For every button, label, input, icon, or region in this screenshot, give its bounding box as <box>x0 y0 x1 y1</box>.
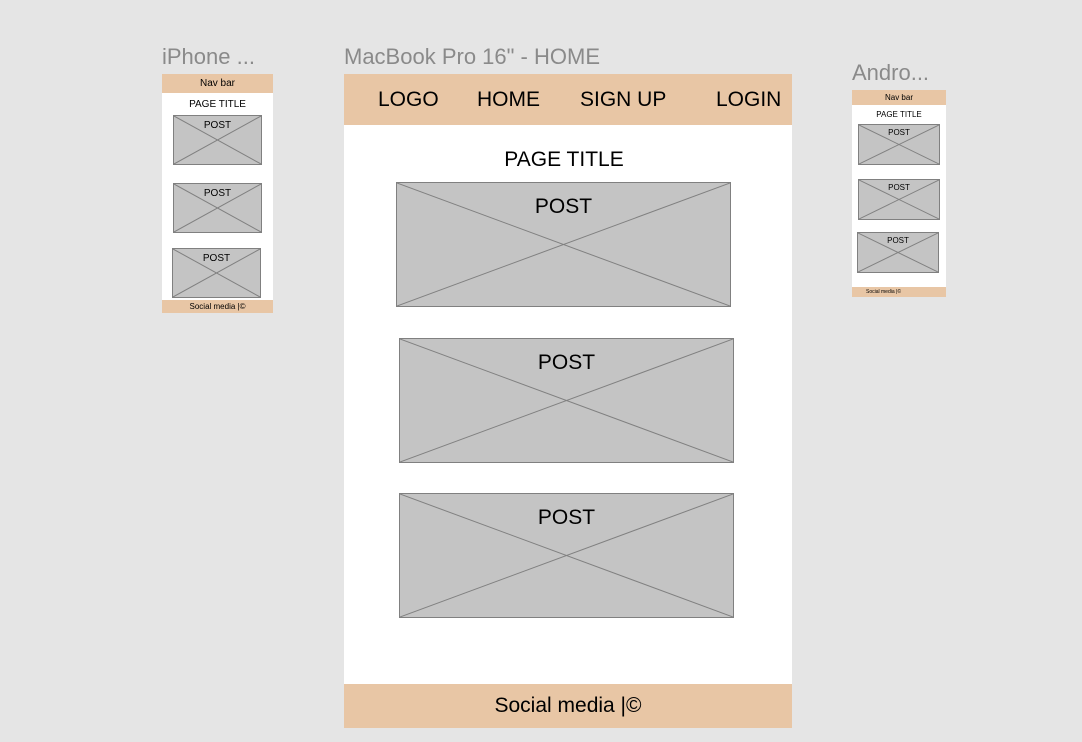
post-placeholder[interactable]: POST <box>857 232 939 273</box>
post-label: POST <box>537 506 596 529</box>
image-placeholder-icon <box>174 184 261 232</box>
footer-bar: Social media |© <box>852 287 946 297</box>
image-placeholder-icon <box>173 249 260 297</box>
post-label: POST <box>888 183 910 192</box>
post-placeholder[interactable]: POST <box>399 493 734 618</box>
post-placeholder[interactable]: POST <box>396 182 731 307</box>
nav-bar-label: Nav bar <box>884 93 913 102</box>
nav-bar[interactable]: Nav bar <box>162 74 273 93</box>
iphone-frame-label[interactable]: iPhone ... <box>162 44 255 69</box>
macbook-frame-label[interactable]: MacBook Pro 16" - HOME <box>344 44 600 69</box>
post-label: POST <box>203 120 232 131</box>
image-placeholder-icon <box>174 116 261 164</box>
image-placeholder-icon <box>859 125 939 164</box>
nav-signup-link[interactable]: SIGN UP <box>580 87 667 111</box>
image-placeholder-icon <box>859 180 939 219</box>
page-title: PAGE TITLE <box>189 99 246 110</box>
post-placeholder[interactable]: POST <box>858 179 940 220</box>
footer-label: Social media |© <box>866 289 901 295</box>
post-label: POST <box>537 351 596 374</box>
nav-bar[interactable]: Nav bar <box>852 90 946 105</box>
nav-home-link[interactable]: HOME <box>477 87 540 111</box>
post-label: POST <box>203 188 232 199</box>
android-frame[interactable]: Nav bar PAGE TITLE POST POST POST Social… <box>852 90 946 297</box>
nav-bar-label: Nav bar <box>199 78 235 89</box>
post-placeholder[interactable]: POST <box>173 183 262 233</box>
image-placeholder-icon <box>400 494 733 617</box>
footer-bar: Social media |© <box>162 300 273 313</box>
post-placeholder[interactable]: POST <box>399 338 734 463</box>
post-label: POST <box>202 253 231 264</box>
footer-label: Social media |© <box>494 694 642 717</box>
post-label: POST <box>534 195 593 218</box>
footer-bar: Social media |© <box>344 684 792 728</box>
iphone-frame[interactable]: Nav bar PAGE TITLE POST POST POST Social… <box>162 74 273 313</box>
post-label: POST <box>888 128 910 137</box>
post-label: POST <box>887 236 909 245</box>
post-placeholder[interactable]: POST <box>858 124 940 165</box>
image-placeholder-icon <box>397 183 730 306</box>
nav-logo[interactable]: LOGO <box>378 87 439 111</box>
post-placeholder[interactable]: POST <box>173 115 262 165</box>
android-frame-label[interactable]: Andro... <box>852 60 930 85</box>
nav-bar: LOGO HOME SIGN UP LOGIN <box>344 74 792 125</box>
footer-label: Social media |© <box>189 302 246 311</box>
nav-login-link[interactable]: LOGIN <box>716 87 782 111</box>
post-placeholder[interactable]: POST <box>172 248 261 298</box>
image-placeholder-icon <box>400 339 733 462</box>
page-title: PAGE TITLE <box>504 148 624 171</box>
macbook-frame[interactable]: LOGO HOME SIGN UP LOGIN PAGE TITLE POST … <box>344 74 792 728</box>
page-title: PAGE TITLE <box>876 110 922 119</box>
image-placeholder-icon <box>858 233 938 272</box>
